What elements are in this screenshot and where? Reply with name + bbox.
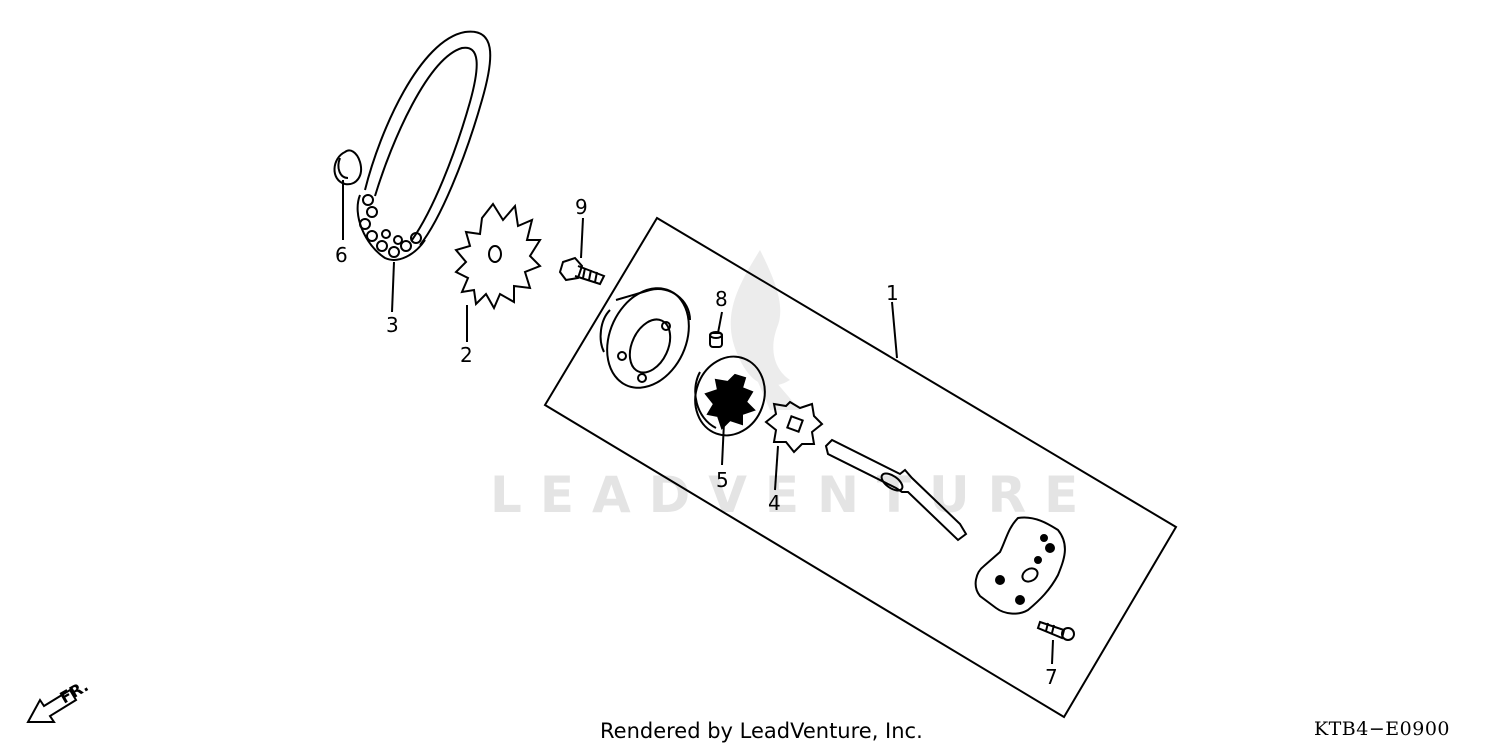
callout-6: 6 [335, 243, 348, 267]
callout-9: 9 [575, 195, 588, 219]
callout-7: 7 [1045, 665, 1058, 689]
inner-rotor-part [764, 400, 824, 454]
pump-assembly-outline [543, 216, 1178, 719]
drive-sprocket-part [454, 202, 542, 311]
callout-1: 1 [886, 281, 899, 305]
pump-cover-part [974, 516, 1066, 615]
watermark-text: LEADVENTURE [490, 466, 1096, 524]
leader-lines [342, 180, 1054, 665]
drive-chain-part [356, 30, 492, 261]
dowel-pin-part [709, 331, 723, 348]
callout-4: 4 [768, 491, 781, 515]
chain-links [359, 194, 422, 258]
front-direction-indicator: FR. [26, 676, 92, 723]
diagram-code: KTB4−E0900 [1313, 718, 1450, 740]
screw-7-part [1036, 620, 1075, 641]
outer-rotor-part [694, 355, 766, 437]
bolt-9-part [558, 256, 606, 286]
pump-body-part [599, 287, 691, 389]
callout-8: 8 [715, 287, 728, 311]
chain-clip-part [333, 149, 362, 186]
callout-3: 3 [386, 313, 399, 337]
front-arrow-icon [26, 688, 78, 723]
callout-2: 2 [460, 343, 473, 367]
watermark: LEADVENTURE [490, 250, 1096, 524]
render-credit: Rendered by LeadVenture, Inc. [600, 719, 923, 743]
callout-numbers: 1 2 3 4 5 6 7 8 9 [335, 195, 1058, 689]
watermark-flame-icon [730, 250, 800, 410]
pump-shaft-part [824, 438, 968, 542]
front-direction-label: FR. [57, 676, 92, 707]
callout-5: 5 [716, 468, 729, 492]
